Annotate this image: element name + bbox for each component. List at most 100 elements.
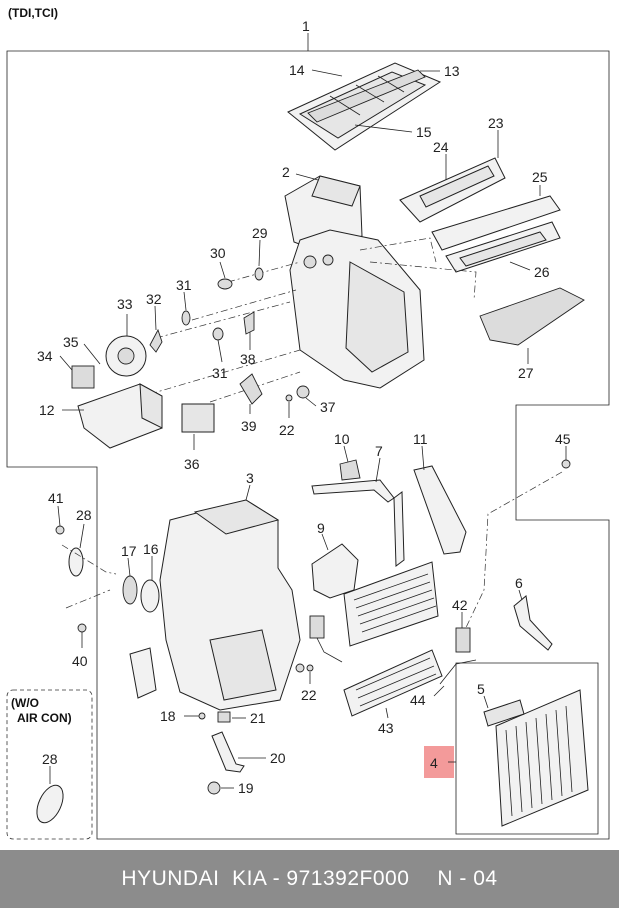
part-label-13: 13 xyxy=(444,63,460,79)
leader-line xyxy=(385,707,389,719)
leader-line xyxy=(79,523,85,549)
lever-31-top xyxy=(181,310,191,326)
screw-18 xyxy=(198,712,206,720)
part-label-34: 34 xyxy=(37,348,53,364)
seal-pad-27 xyxy=(479,287,585,346)
leader-line xyxy=(483,695,489,709)
part-label-22-top: 22 xyxy=(279,422,295,438)
leader-line xyxy=(183,291,187,311)
clip-40 xyxy=(77,623,87,633)
gear-33 xyxy=(105,335,147,377)
motor-actuator-9 xyxy=(309,543,359,663)
inset-box xyxy=(6,689,93,840)
side-plate xyxy=(129,647,157,699)
leader-line xyxy=(295,173,319,181)
part-label-27: 27 xyxy=(518,365,534,381)
part-label-29: 29 xyxy=(252,225,268,241)
seal-11 xyxy=(413,465,467,555)
actuator-36 xyxy=(181,403,215,433)
part-label-31-top: 31 xyxy=(176,277,192,293)
leader-line xyxy=(311,69,343,77)
alignment-line xyxy=(369,261,477,301)
intake-case xyxy=(284,175,425,389)
leader-line xyxy=(509,261,531,271)
leader-line xyxy=(305,397,317,407)
evaporator-43 xyxy=(343,649,443,717)
seal-16 xyxy=(140,579,160,613)
part-label-36: 36 xyxy=(184,456,200,472)
part-label-40: 40 xyxy=(72,653,88,669)
part-label-39: 39 xyxy=(241,418,257,434)
part-label-17: 17 xyxy=(121,543,137,559)
mode-door-25 xyxy=(431,195,561,251)
lever-38 xyxy=(243,311,255,335)
part-label-38: 38 xyxy=(240,351,256,367)
alignment-line xyxy=(149,349,301,395)
footer-part-number: HYUNDAI KIA - 971392F000 xyxy=(121,867,410,890)
leader-line xyxy=(219,261,226,279)
part-label-23: 23 xyxy=(488,115,504,131)
alignment-line xyxy=(65,589,111,609)
leader-line xyxy=(245,484,251,501)
footer-page-code: N - 04 xyxy=(437,867,498,890)
parts-diagram: (TDI,TCI) 1 14 13 15 2 24 23 25 xyxy=(6,6,610,840)
leader-line xyxy=(375,457,381,483)
part-label-11: 11 xyxy=(413,431,428,447)
variant-label: (TDI,TCI) xyxy=(8,6,58,20)
part-label-25: 25 xyxy=(532,169,548,185)
screw-41 xyxy=(55,525,65,535)
leader-line xyxy=(258,239,261,267)
part-label-2: 2 xyxy=(282,164,290,180)
leader-line xyxy=(217,339,223,363)
part-label-5: 5 xyxy=(477,681,485,697)
pipe-bracket-6 xyxy=(513,595,553,651)
seal-17 xyxy=(122,575,138,605)
leader-line xyxy=(127,557,131,577)
seal-28-inset xyxy=(36,784,64,824)
part-label-41: 41 xyxy=(48,490,64,506)
leader-line xyxy=(321,533,329,551)
screw-45 xyxy=(561,459,571,469)
heater-core-7 xyxy=(311,479,439,647)
leader-line xyxy=(433,685,445,697)
alignment-line xyxy=(191,289,297,321)
pipe-clamp-10 xyxy=(339,459,361,481)
leader-line xyxy=(518,589,523,601)
drain-hose-20 xyxy=(211,731,245,773)
seal-28 xyxy=(68,547,84,577)
actuator-35 xyxy=(71,365,95,389)
air-filter-frame xyxy=(287,62,442,151)
lever-39 xyxy=(239,373,263,405)
leader-line xyxy=(343,445,349,463)
part-label-4: 4 xyxy=(430,755,438,771)
link-29 xyxy=(254,267,264,281)
part-label-18: 18 xyxy=(160,708,176,724)
alignment-line xyxy=(227,261,301,283)
duct-12 xyxy=(77,383,163,449)
clip-21 xyxy=(217,711,231,723)
part-label-6: 6 xyxy=(515,575,523,591)
part-label-19: 19 xyxy=(238,780,254,796)
part-label-26: 26 xyxy=(534,264,550,280)
part-label-44: 44 xyxy=(410,692,426,708)
heater-case-3 xyxy=(159,499,301,711)
inset-part-label-28: 28 xyxy=(42,751,58,767)
part-label-24: 24 xyxy=(433,139,449,155)
part-label-37: 37 xyxy=(320,399,336,415)
part-label-22-bottom: 22 xyxy=(301,687,317,703)
lever-32 xyxy=(149,328,163,353)
part-label-20: 20 xyxy=(270,750,286,766)
leader-line xyxy=(354,124,413,133)
leader-line xyxy=(57,505,61,527)
alignment-line xyxy=(459,471,563,641)
pipe-5 xyxy=(483,699,525,727)
leader-line xyxy=(421,445,425,471)
mode-door-26 xyxy=(445,221,561,273)
part-label-31-bottom: 31 xyxy=(212,365,228,381)
grommet-19 xyxy=(207,781,221,795)
heater-core-box xyxy=(455,662,599,835)
part-label-1: 1 xyxy=(302,18,310,34)
heater-core-4 xyxy=(495,689,589,827)
lever-31-bottom xyxy=(212,327,224,341)
part-label-32: 32 xyxy=(146,291,162,307)
